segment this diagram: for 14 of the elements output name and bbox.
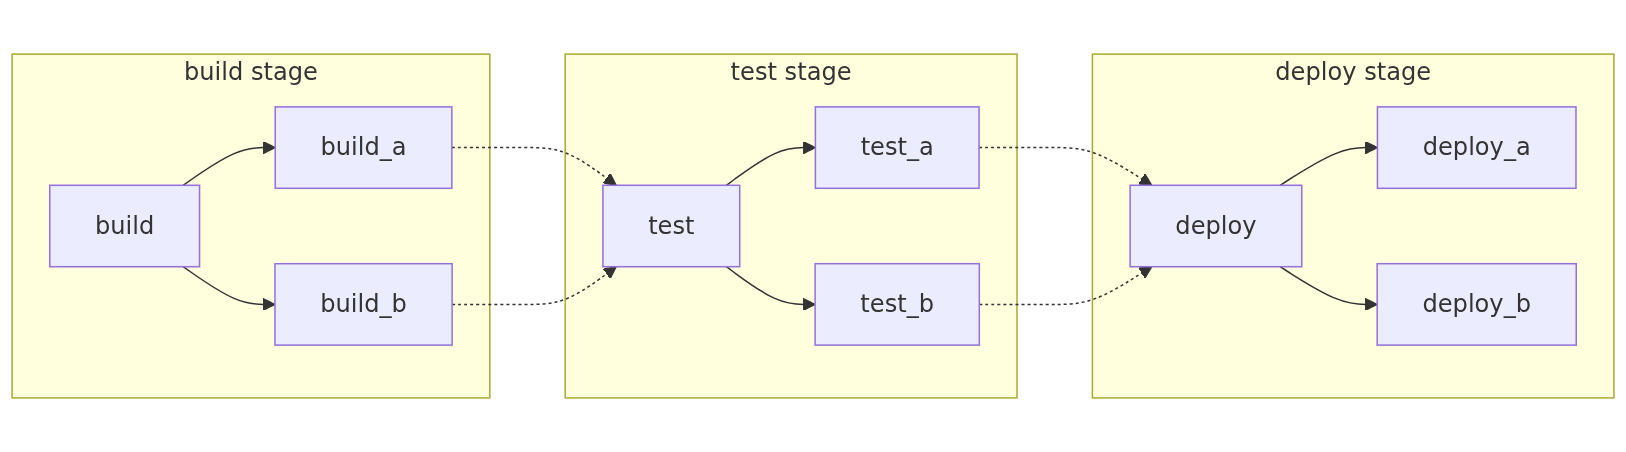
node-box: test_a xyxy=(814,106,980,190)
node-box: deploy_b xyxy=(1376,262,1577,346)
node-box: build xyxy=(49,184,201,268)
arrow xyxy=(1279,265,1378,312)
arrow xyxy=(451,146,617,186)
node-box: deploy_a xyxy=(1376,106,1577,190)
node-box: test_b xyxy=(814,262,981,346)
node-box: build_a xyxy=(274,106,453,190)
arrow xyxy=(182,140,276,187)
node-box: build_b xyxy=(274,262,453,346)
arrow xyxy=(725,265,816,312)
arrow xyxy=(725,140,816,187)
node-box: deploy xyxy=(1129,184,1303,268)
node-box: test xyxy=(602,184,741,268)
